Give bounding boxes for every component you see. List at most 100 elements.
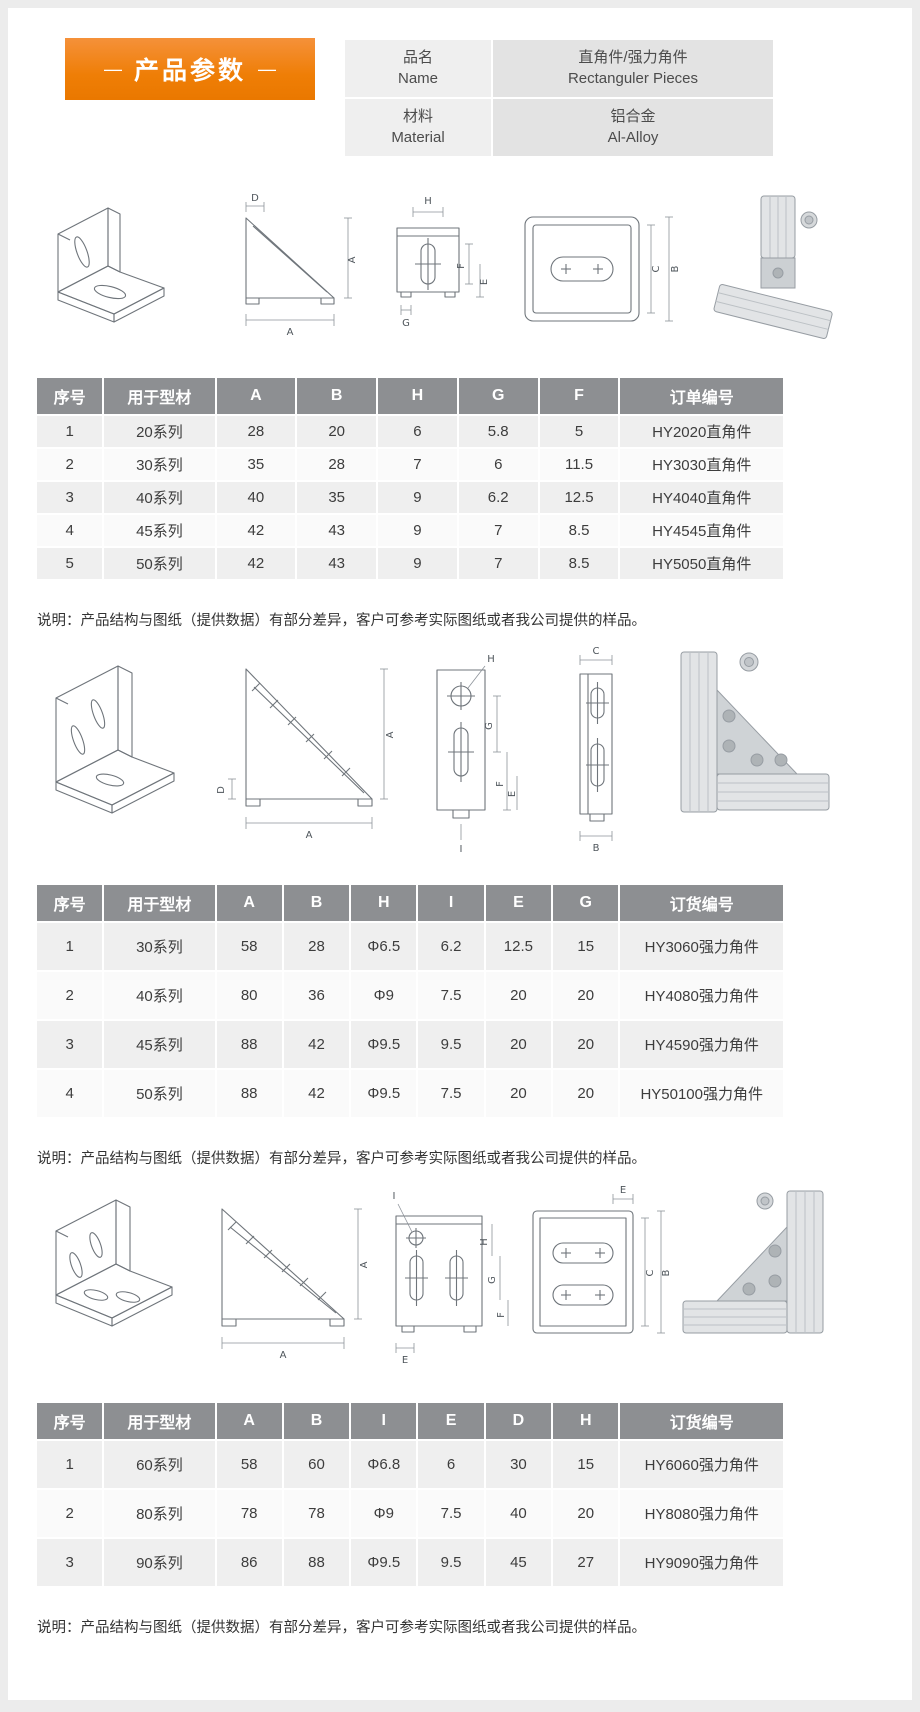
table-cell: 5.8 (456, 414, 540, 449)
table-cell: Φ9.5 (349, 1537, 419, 1588)
dim-label: F (456, 263, 467, 269)
column-header: B (295, 376, 379, 416)
dim-label: H (479, 1238, 490, 1246)
dim-label: A (385, 731, 396, 738)
disclaimer-note: 说明：产品结构与图纸（提供数据）有部分差异，客户可参考实际图纸或者我公司提供的样… (37, 1151, 646, 1167)
table-cell: 40 (214, 480, 298, 515)
table-cell: 4 (34, 1068, 105, 1119)
disclaimer-note: 说明：产品结构与图纸（提供数据）有部分差异，客户可参考实际图纸或者我公司提供的样… (37, 613, 646, 629)
table-cell: 1 (34, 1439, 105, 1490)
table-cell: 6 (456, 447, 540, 482)
table-cell: 1 (34, 921, 105, 972)
column-header: E (483, 883, 554, 923)
table-cell: 28 (295, 447, 379, 482)
table-cell: 5 (34, 546, 105, 581)
table-cell: 7.5 (416, 1068, 486, 1119)
dim-label: B (592, 843, 599, 854)
table-cell: 7 (456, 546, 540, 581)
table-cell: HY4545直角件 (618, 513, 785, 548)
table-cell: 9 (376, 546, 459, 581)
table-cell: 78 (214, 1488, 284, 1539)
iso-view-drawing (55, 1199, 173, 1327)
table-cell: 40系列 (102, 480, 217, 515)
iso-view-drawing (55, 664, 175, 814)
info-label-cn: 品名 (402, 49, 433, 67)
dim-label: F (496, 1312, 507, 1318)
column-header: B (281, 1401, 352, 1441)
section-title-badge: — 产品参数 — (65, 38, 315, 100)
dim-label: G (484, 722, 495, 730)
table-cell: 78 (281, 1488, 352, 1539)
info-value-en: Rectanguler Pieces (567, 69, 699, 87)
dim-label: A (359, 1261, 370, 1268)
iso-view-drawing (57, 207, 165, 323)
table-cell: 30系列 (102, 921, 217, 972)
table-cell: 20 (483, 1068, 554, 1119)
table-cell: HY50100强力角件 (618, 1068, 785, 1119)
column-header: A (214, 883, 284, 923)
side-view-drawing: A A D (216, 667, 396, 841)
table-cell: 11.5 (537, 447, 621, 482)
info-label-en: Name (397, 69, 438, 87)
table-cell: 12.5 (483, 921, 554, 972)
dim-label: D (251, 193, 259, 204)
badge-dash: — (258, 58, 276, 79)
info-row-name: 品名 Name 直角件/强力角件 Rectanguler Pieces (345, 40, 773, 97)
table-cell: 9.5 (416, 1537, 486, 1588)
column-header: 用于型材 (102, 376, 217, 416)
table-cell: HY6060强力角件 (618, 1439, 785, 1490)
table-cell: 1 (34, 414, 105, 449)
table-cell: 45系列 (102, 1019, 217, 1070)
badge-dash: — (103, 58, 122, 79)
table-cell: 2 (34, 970, 105, 1021)
assembly-render-drawing (680, 651, 830, 813)
table-cell: 2 (34, 1488, 105, 1539)
table-cell: HY3060强力角件 (618, 921, 785, 972)
info-label-name: 品名 Name (345, 40, 491, 97)
dim-label: I (459, 844, 462, 855)
table-cell: 2 (34, 447, 105, 482)
dim-label: B (670, 265, 681, 272)
dim-label: F (495, 781, 506, 787)
column-header: 订货编号 (618, 1401, 785, 1441)
table-cell: 40系列 (102, 970, 217, 1021)
table-cell: 4 (34, 513, 105, 548)
table-cell: 7 (376, 447, 459, 482)
table-cell: 30 (483, 1439, 554, 1490)
table-cell: 5 (537, 414, 621, 449)
column-header: I (416, 883, 486, 923)
dim-label: B (661, 1269, 672, 1276)
table-cell: 6 (376, 414, 459, 449)
table-cell: HY4590强力角件 (618, 1019, 785, 1070)
table-cell: 80 (214, 970, 284, 1021)
table-cell: HY4040直角件 (618, 480, 785, 515)
table-cell: 40 (483, 1488, 554, 1539)
table-cell: 20 (295, 414, 379, 449)
dim-label: H (424, 196, 432, 207)
table-cell: 6.2 (416, 921, 486, 972)
info-label-material: 材料 Material (345, 99, 491, 156)
table-cell: HY9090强力角件 (618, 1537, 785, 1588)
section-title: 产品参数 (133, 57, 246, 85)
dim-label: E (620, 1185, 626, 1196)
table-cell: 8.5 (537, 546, 621, 581)
table-cell: 35 (214, 447, 298, 482)
edge-view-drawing: C B (579, 646, 613, 854)
column-header: I (349, 1401, 419, 1441)
table-cell: HY5050直角件 (618, 546, 785, 581)
column-header: 序号 (34, 883, 105, 923)
disclaimer-note: 说明：产品结构与图纸（提供数据）有部分差异，客户可参考实际图纸或者我公司提供的样… (37, 1620, 646, 1636)
dim-label: E (479, 279, 490, 285)
table-cell: Φ9 (349, 1488, 419, 1539)
technical-drawings-row-2: A A D H G F E I (40, 644, 840, 859)
table-cell: 20 (551, 1019, 621, 1070)
table-cell: 50系列 (102, 1068, 217, 1119)
table-cell: 58 (214, 1439, 284, 1490)
dim-label: E (401, 1355, 407, 1366)
column-header: G (456, 376, 540, 416)
